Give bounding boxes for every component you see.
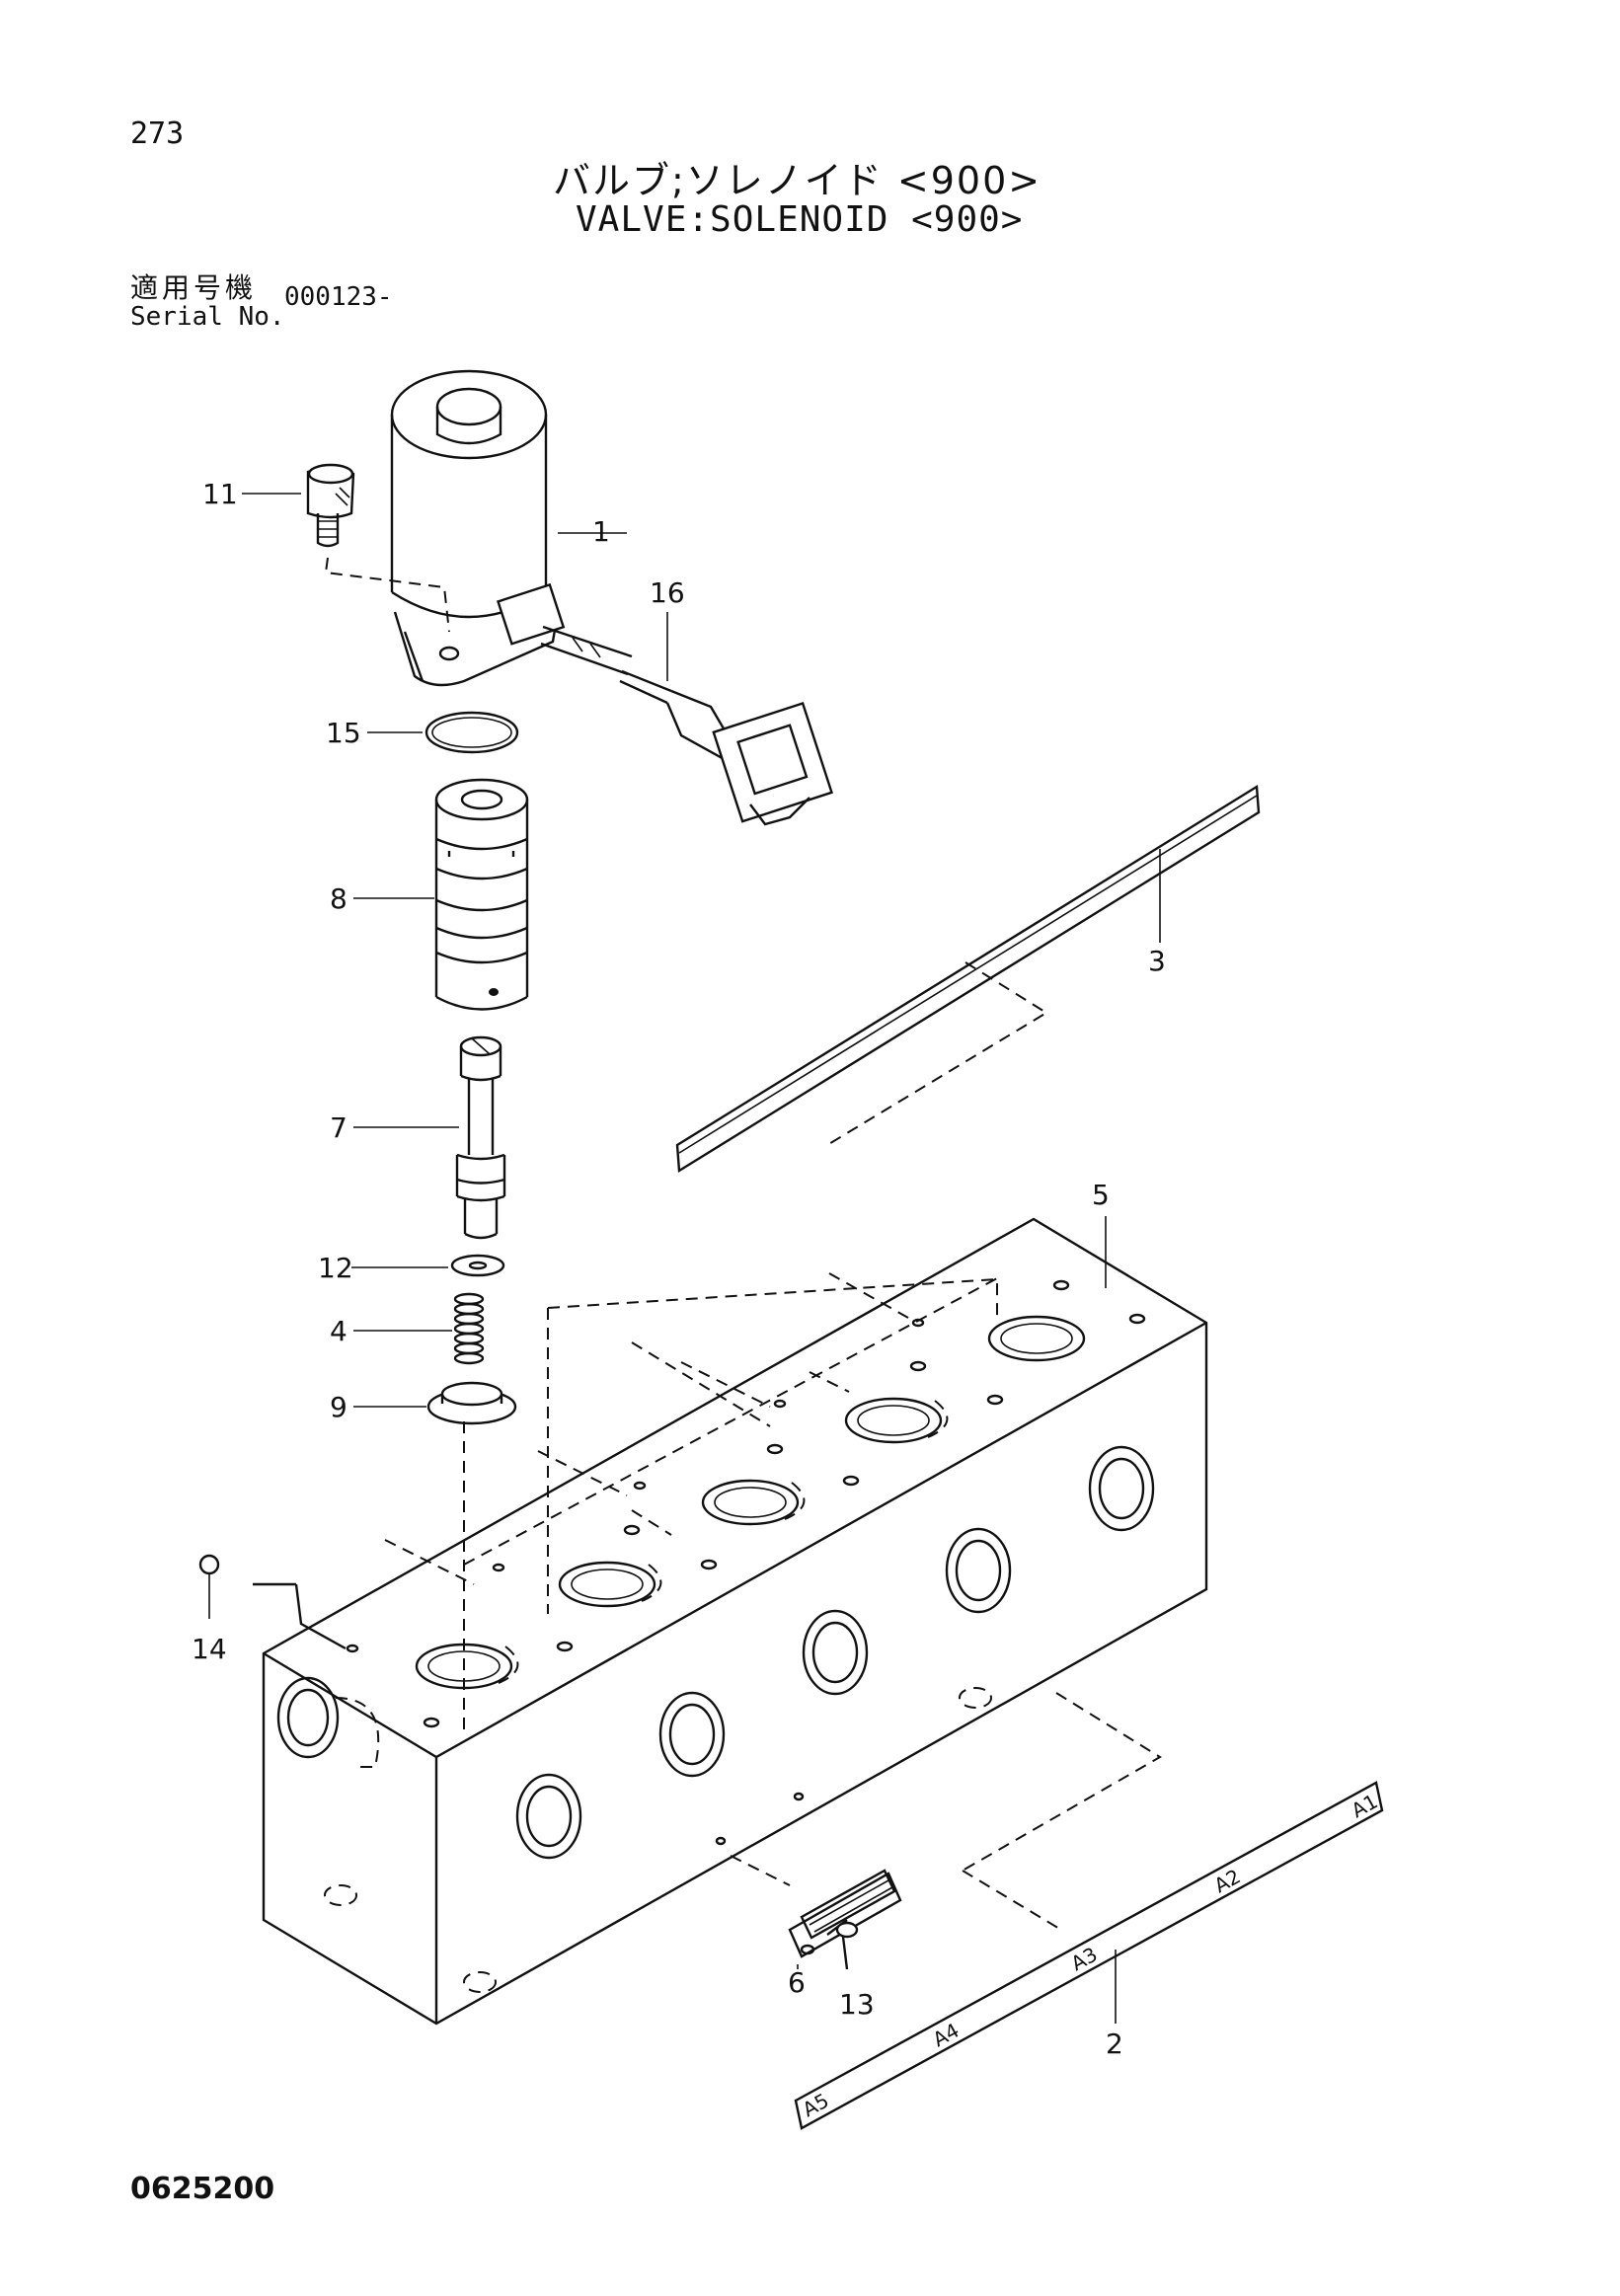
callout-11: 11: [202, 478, 238, 510]
solenoid-part: [390, 369, 833, 826]
callout-3: 3: [1148, 945, 1166, 977]
callout-9: 9: [330, 1391, 347, 1423]
plug-part-14: [198, 1554, 220, 1575]
screw-part-13: [826, 1919, 859, 1970]
o-ring-part-15: [424, 711, 519, 754]
plate-label-a5: A5: [799, 2089, 833, 2122]
manifold-block-part-5: [262, 1217, 1208, 2026]
callout-13: 13: [839, 1988, 875, 2021]
serial-label-english: Serial No.: [130, 302, 285, 332]
spool-part-7: [455, 1035, 506, 1240]
callout-1: 1: [592, 515, 610, 548]
title-japanese: バルブ;ソレノイド <900>: [553, 159, 1042, 202]
callout-4: 4: [330, 1315, 347, 1347]
plate-label-a1: A1: [1348, 1790, 1382, 1823]
screw-part-11: [306, 463, 355, 548]
callout-7: 7: [330, 1111, 347, 1144]
plate-label-a4: A4: [929, 2019, 964, 2052]
callout-15: 15: [326, 717, 361, 749]
callout-12: 12: [318, 1252, 353, 1284]
callout-5: 5: [1092, 1179, 1110, 1211]
page-number: 273: [130, 116, 185, 151]
title-english: VALVE:SOLENOID <900>: [576, 199, 1024, 240]
nameplate-part-2: A5 A4 A3 A2 A1: [794, 1781, 1384, 2130]
plate-part-3: [675, 784, 1261, 1174]
callout-16: 16: [650, 576, 685, 609]
cap-part-9: [426, 1381, 517, 1425]
spring-part-4: [453, 1292, 485, 1365]
sleeve-part-8: [434, 778, 529, 1011]
drawing-number: 0625200: [130, 2172, 275, 2206]
plate-label-a2: A2: [1210, 1865, 1245, 1898]
callout-14: 14: [192, 1633, 227, 1665]
washer-part-12: [450, 1254, 505, 1277]
cover-plate-part-6: [788, 1869, 902, 1958]
callout-8: 8: [330, 882, 347, 915]
serial-number-value: 000123-: [284, 282, 393, 312]
plate-label-a3: A3: [1067, 1943, 1102, 1976]
callout-2: 2: [1106, 2028, 1123, 2060]
callout-6: 6: [788, 1966, 806, 1999]
serial-label-japanese: 適用号機: [130, 271, 258, 304]
